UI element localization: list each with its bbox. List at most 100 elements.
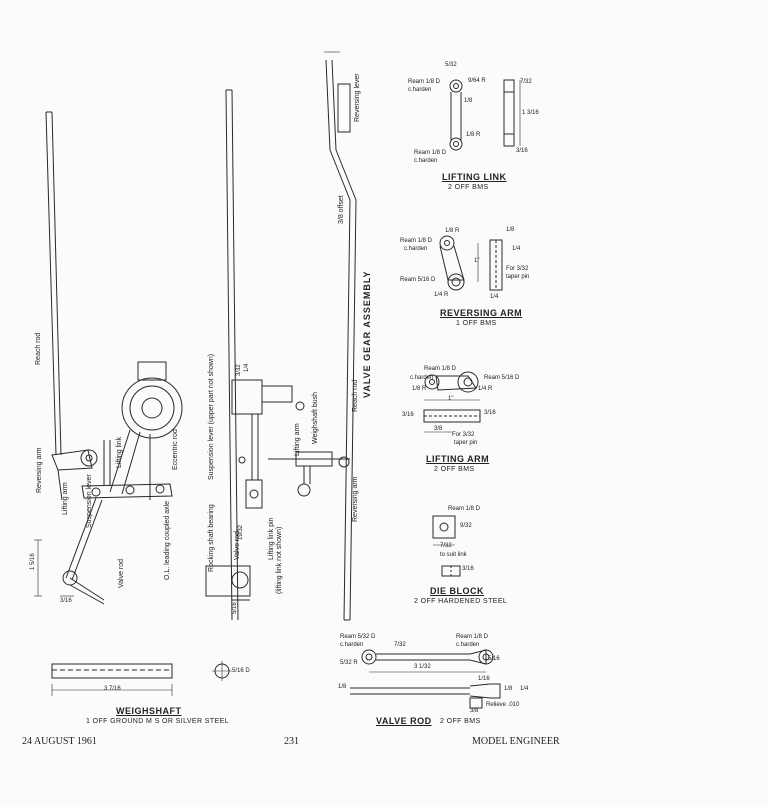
valve-rod-detail-drawing — [350, 649, 501, 709]
label-lifting-link-pin: Lifting link pin — [268, 517, 275, 560]
la-dim-1-4r: 1/4 R — [478, 386, 493, 392]
label-weighshaft-bush: Weighshaft bush — [312, 391, 319, 444]
vr-dim-1-4: 1/4 — [520, 686, 529, 692]
dim-3-16-main: 3/16 — [60, 598, 72, 604]
ll-dim-5-32: 5/32 — [445, 62, 457, 68]
label-lifting-arm: Lifting arm — [62, 482, 69, 515]
vr-dim-1-8: 1/8 — [338, 684, 347, 690]
dim-19-32-main: 19/32 — [238, 524, 244, 540]
eccentric-drawing — [109, 361, 183, 500]
la-ream-5-16: Ream 5/16 D — [484, 375, 520, 381]
label-valve-rod: Valve rod — [118, 558, 125, 588]
label-leading-axle: O.L. leading coupled axle — [164, 501, 171, 580]
valve-gear-assembly-title: VALVE GEAR ASSEMBLY — [362, 270, 372, 398]
db-dim-3-16: 3/16 — [462, 566, 474, 572]
ra-dim-1-4: 1/4 — [512, 246, 521, 252]
label-reversing-arm: Reversing arm — [36, 447, 43, 493]
la-ream-1-8: Ream 1/8 D — [424, 366, 457, 372]
ll-dim-3-16: 3/16 — [516, 148, 528, 154]
vr-dim-3-8: 3/8 — [470, 708, 479, 714]
weighshaft-drawing — [51, 661, 232, 696]
footer-date: 24 AUGUST 1961 — [22, 736, 97, 747]
label-suspension-lever-upper: Suspension lever (upper part not shown) — [208, 353, 215, 480]
db-dim-7-32: 7/32 — [440, 543, 452, 549]
label-suspension-lever: Suspension lever — [86, 474, 93, 528]
ll-dim-1-8r: 1/8 R — [466, 132, 481, 138]
suspension-lever-drawing — [225, 89, 239, 621]
die-block-qty: 2 OFF HARDENED STEEL — [414, 598, 508, 605]
la-dim-1: 1" — [448, 396, 454, 402]
reversing-arm-drawing — [439, 235, 503, 291]
vr-relieve: Relieve .010 — [486, 702, 520, 708]
vr-harden-a: c.harden — [340, 642, 364, 648]
lifting-link-drawing — [449, 79, 521, 151]
label-rocking-shaft-bearing: Rocking shaft bearing — [208, 504, 215, 572]
ws-dim-dia: 5/16 D — [232, 668, 250, 674]
vr-dim-7-32: 7/32 — [394, 642, 406, 648]
vr-ream-5-32: Ream 5/32 D — [340, 634, 376, 640]
reach-rod-drawing — [45, 111, 62, 456]
ll-harden-bottom: c.harden — [414, 158, 438, 164]
ra-dim-1-8: 1/8 — [506, 227, 515, 233]
vr-ream-1-8: Ream 1/8 D — [456, 634, 489, 640]
die-block-drawing — [432, 515, 461, 577]
la-dim-3-8: 3/8 — [434, 426, 443, 432]
weighshaft-bush-drawing — [268, 451, 350, 497]
label-reach-rod-2: Reach rod — [352, 379, 359, 412]
ra-dim-1-8r: 1/8 R — [445, 228, 460, 234]
label-lifting-link-not-shown: (lifting link not shown) — [276, 526, 283, 594]
lifting-arm-detail-drawing — [423, 371, 481, 433]
weighshaft-qty: 1 OFF GROUND M S OR SILVER STEEL — [86, 718, 229, 725]
ws-dim-length: 3 7/16 — [104, 686, 121, 692]
reversing-arm-title: REVERSING ARM — [440, 308, 523, 318]
footer-magazine: MODEL ENGINEER — [472, 736, 560, 747]
label-reach-rod: Reach rod — [35, 332, 42, 365]
ra-taper-pin: taper pin — [506, 274, 530, 280]
ll-harden-top: c.harden — [408, 87, 432, 93]
vr-harden-b: c.harden — [456, 642, 480, 648]
die-block-title: DIE BLOCK — [430, 586, 484, 596]
la-dim-3-16-b: 3/16 — [484, 410, 496, 416]
lifting-link-qty: 2 OFF BMS — [448, 184, 489, 191]
ll-dim-1-8: 1/8 — [464, 98, 473, 104]
vr-dim-3-1-32: 3 1/32 — [414, 664, 431, 670]
la-dim-3-16-a: 3/16 — [402, 412, 414, 418]
lifting-arm-drawing — [51, 449, 98, 501]
ll-dim-7-32: 7/32 — [520, 79, 532, 85]
vr-dim-1-8-b: 1/8 — [504, 686, 513, 692]
dim-1-5-16: 1 5/16 — [30, 553, 36, 570]
la-dim-1-8r: 1/8 R — [412, 386, 427, 392]
vr-dim-5-32r: 5/32 R — [340, 660, 358, 666]
dim-3-32-main: 3/32 — [236, 364, 242, 376]
ll-dim-1-3-16: 1 3/16 — [522, 110, 539, 116]
ra-ream-5-16: Ream 5/16 D — [400, 277, 436, 283]
db-suit-link: to suit link — [440, 552, 467, 558]
weighshaft-title: WEIGHSHAFT — [116, 706, 182, 716]
footer-page: 231 — [284, 736, 299, 747]
ra-dim-1: 1" — [474, 258, 480, 264]
ll-ream-top: Ream 1/8 D — [408, 79, 441, 85]
valve-rod-drawing — [62, 497, 105, 605]
valve-rod-title: VALVE ROD — [376, 716, 432, 726]
ra-dim-1-4-b: 1/4 — [490, 294, 499, 300]
la-for-pin: For 3/32 — [452, 432, 475, 438]
reversing-arm-qty: 1 OFF BMS — [456, 320, 497, 327]
ll-dim-9-64r: 9/64 R — [468, 78, 486, 84]
ra-ream-1-8: Ream 1/8 D — [400, 238, 433, 244]
label-eccentric-rod: Eccentric rod — [172, 429, 179, 470]
label-offset: 3/8 offset — [338, 195, 345, 224]
reversing-lever-drawing — [325, 59, 357, 621]
dim-1-4-main: 1/4 — [244, 363, 250, 372]
la-taper-pin: taper pin — [454, 440, 478, 446]
ra-dim-1-4r: 1/4 R — [434, 292, 449, 298]
rocking-shaft-drawing — [205, 379, 305, 601]
link-cluster-drawing — [81, 440, 173, 499]
lifting-link-title: LIFTING LINK — [442, 172, 507, 182]
ll-ream-bottom: Ream 1/8 D — [414, 150, 447, 156]
la-harden: c.harden — [410, 375, 434, 381]
db-ream: Ream 1/8 D — [448, 506, 481, 512]
label-reversing-lever: Reversing lever — [354, 73, 361, 122]
dim-5-16-main: 5/16 — [232, 602, 238, 614]
